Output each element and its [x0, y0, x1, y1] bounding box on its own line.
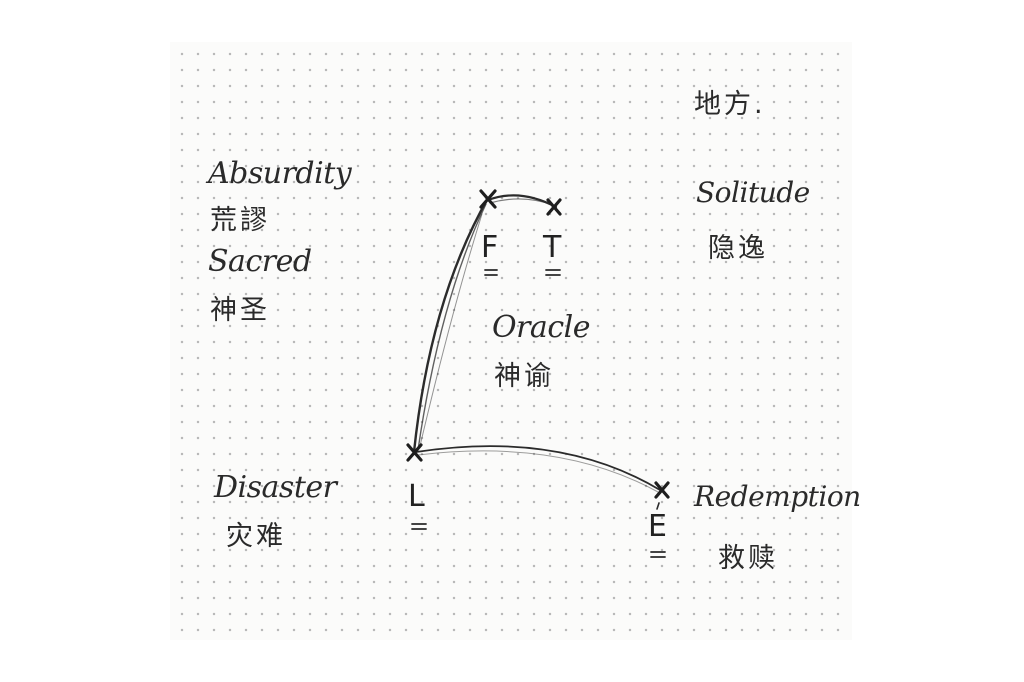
underline-f — [484, 269, 498, 276]
underline-l — [411, 523, 427, 530]
redemption-label-zh: 救赎 — [718, 543, 778, 574]
solitude-label-zh: 隐逸 — [708, 233, 768, 264]
underline-t — [545, 269, 561, 276]
sacred-label: Sacred — [208, 244, 312, 279]
oracle-label: Oracle — [492, 310, 590, 345]
arc-f-to-l-shade-1 — [417, 203, 487, 451]
absurdity-label: Absurdity — [208, 156, 352, 191]
disaster-label: Disaster — [214, 470, 337, 505]
oracle-label-zh: 神谕 — [494, 361, 554, 392]
dot-grid-paper — [170, 42, 852, 640]
x-mark-e — [654, 481, 670, 499]
arc-l-to-e-shade — [417, 450, 659, 493]
underline-e — [650, 551, 666, 558]
tick-above-e — [656, 502, 660, 510]
arc-f-to-t-shade — [489, 198, 554, 206]
node-label-t: T — [543, 230, 562, 265]
solitude-label: Solitude — [696, 176, 810, 209]
node-label-e: E — [648, 509, 667, 544]
place-label: 地方. — [694, 89, 766, 120]
redemption-label: Redemption — [694, 480, 861, 513]
sacred-label-zh: 神圣 — [210, 295, 270, 326]
absurdity-label-zh: 荒謬 — [210, 205, 270, 236]
node-label-l: L — [408, 479, 425, 514]
x-mark-f — [479, 189, 497, 209]
x-mark-t — [546, 198, 562, 216]
arc-l-to-e — [415, 445, 661, 491]
x-mark-l — [406, 443, 423, 462]
node-label-f: F — [481, 230, 499, 265]
disaster-label-zh: 灾难 — [226, 521, 286, 552]
arc-f-to-l — [412, 196, 490, 454]
arc-f-to-l-shade-2 — [419, 213, 483, 447]
